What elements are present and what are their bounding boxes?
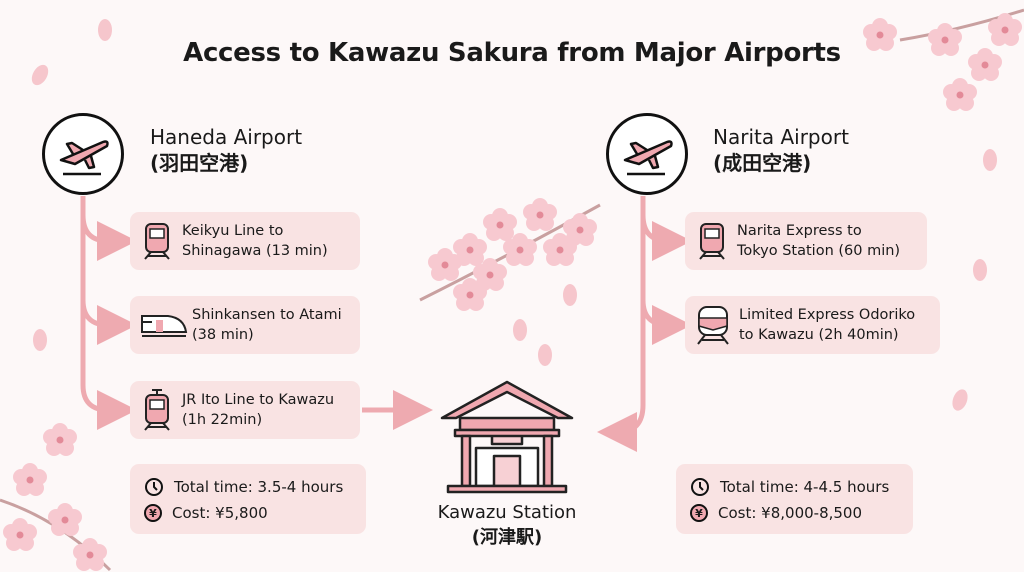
destination-name: Kawazu Station [437,502,577,523]
airport-name-jp: (成田空港) [713,151,812,175]
route-step: Narita Express to Tokyo Station (60 min) [685,212,927,270]
page-title: Access to Kawazu Sakura from Major Airpo… [183,38,841,68]
yen-icon: ¥ [690,504,708,522]
step-line1: Narita Express to [737,223,862,239]
route-step: Limited Express Odoriko to Kawazu (2h 40m… [685,296,940,354]
haneda-airport-label: Haneda Airport (羽田空港) [150,124,302,176]
route-step: JR Ito Line to Kawazu (1h 22min) [130,381,360,439]
tram-icon [144,389,170,431]
cost: Cost: ¥5,800 [172,504,268,522]
narita-airport-badge [606,113,688,195]
narita-route-line [597,196,692,452]
route-step: Shinkansen to Atami (38 min) [130,296,360,354]
cherry-blossom-decoration [0,8,1024,572]
route-step: Keikyu Line to Shinagawa (13 min) [130,212,360,270]
haneda-airport-badge [42,113,124,195]
airport-name: Narita Airport [713,125,849,149]
express-train-icon [697,306,729,345]
step-line2: Tokyo Station (60 min) [737,243,901,259]
destination-label: Kawazu Station (河津駅) [407,500,607,550]
narita-airport-label: Narita Airport (成田空港) [713,124,849,176]
train-icon [144,223,170,260]
haneda-route-line [80,196,433,430]
cost: Cost: ¥8,000-8,500 [718,504,863,522]
yen-icon: ¥ [144,504,162,522]
airport-name-jp: (羽田空港) [150,151,249,175]
kawazu-station-icon [440,380,574,494]
airplane-icon [59,140,109,176]
airplane-icon [623,140,673,176]
airport-name: Haneda Airport [150,125,303,149]
step-line1: Keikyu Line to [182,223,284,239]
clock-icon [691,478,709,496]
step-line2: (38 min) [192,327,254,343]
destination-name-jp: (河津駅) [471,527,543,548]
narita-summary: Total time: 4-4.5 hours ¥ Cost: ¥8,000-8,… [676,464,913,534]
step-line1: JR Ito Line to Kawazu [182,392,335,408]
clock-icon [145,478,163,496]
shinkansen-icon [141,315,188,337]
total-time: Total time: 4-4.5 hours [720,478,890,496]
train-icon [699,223,725,260]
step-line2: to Kawazu (2h 40min) [739,327,899,343]
total-time: Total time: 3.5-4 hours [174,478,344,496]
step-line1: Shinkansen to Atami [192,307,342,323]
step-line1: Limited Express Odoriko [739,307,916,323]
step-line2: (1h 22min) [182,412,263,428]
step-line2: Shinagawa (13 min) [182,243,328,259]
haneda-summary: Total time: 3.5-4 hours ¥ Cost: ¥5,800 [130,464,366,534]
